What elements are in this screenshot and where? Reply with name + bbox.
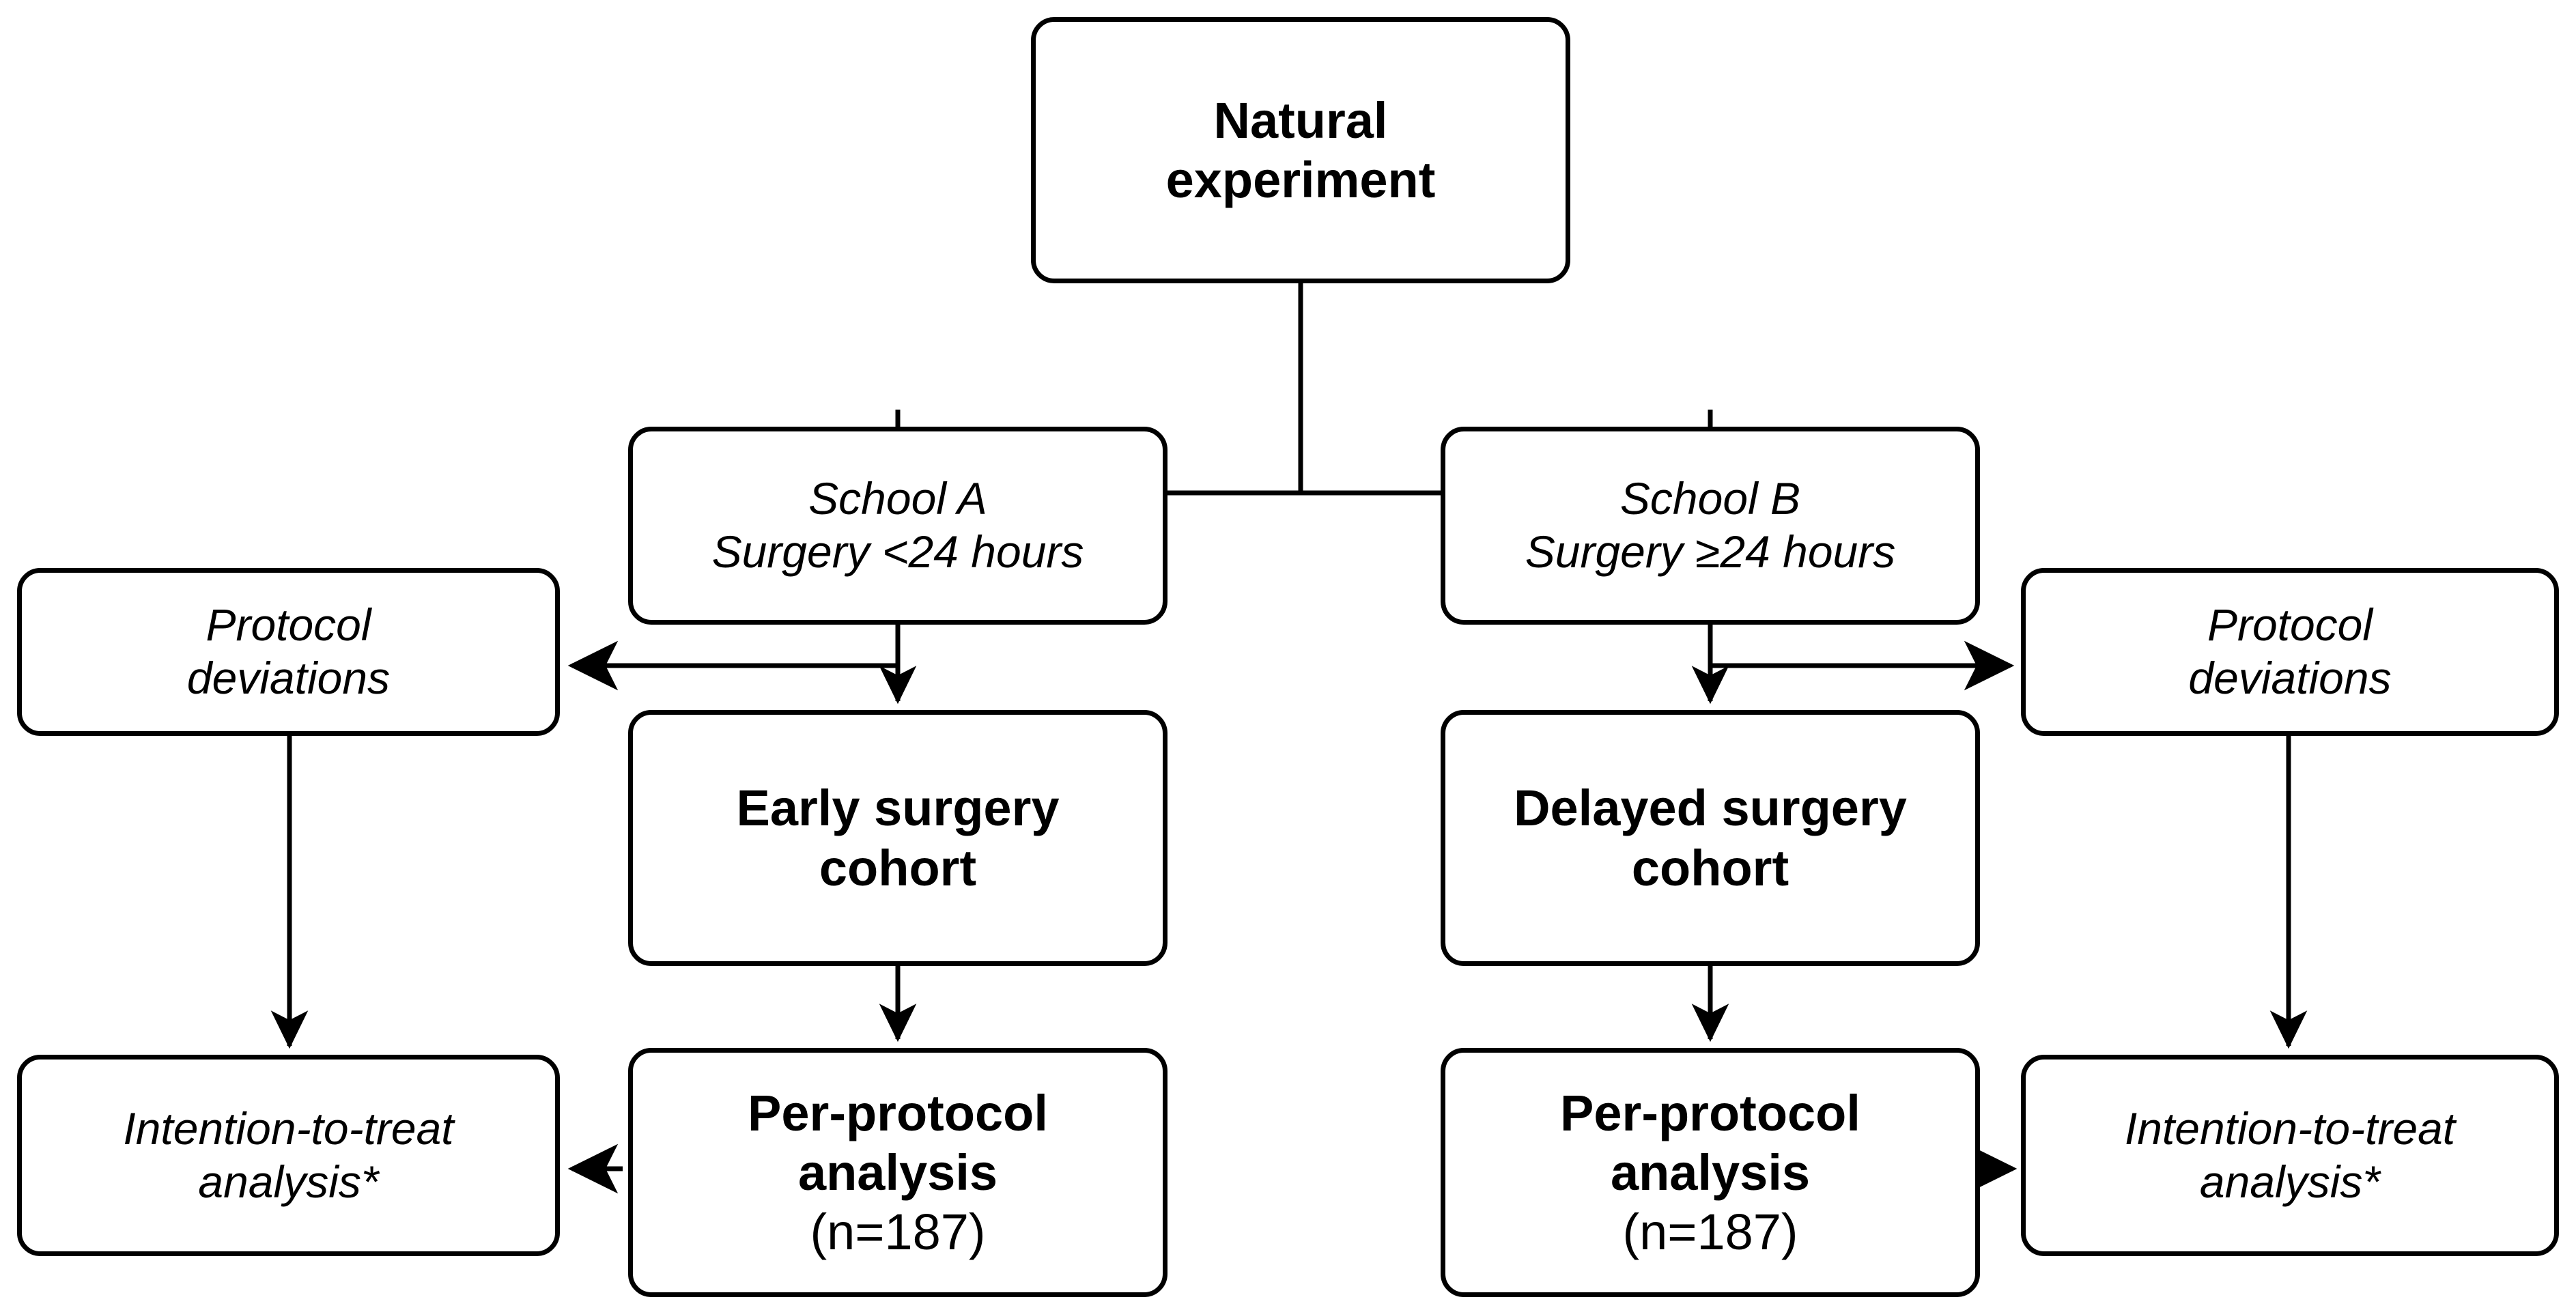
node-delayed-surgery-cohort-line2: cohort (1631, 839, 1789, 896)
node-early-surgery-cohort-line2: cohort (819, 839, 977, 896)
node-protocol-deviations-right-line2: deviations (2188, 653, 2392, 703)
node-intention-to-treat-left-line1: Intention-to-treat (123, 1103, 454, 1154)
node-per-protocol-analysis-left-line2: analysis (797, 1143, 998, 1201)
node-intention-to-treat-left-line2: analysis* (198, 1156, 379, 1207)
node-school-b-line1: School B (1619, 473, 1801, 524)
node-school-a-line2: Surgery <24 hours (711, 526, 1084, 577)
node-intention-to-treat-right[interactable]: Intention-to-treat analysis* (2021, 1055, 2559, 1256)
node-per-protocol-analysis-right-line2: analysis (1610, 1143, 1811, 1201)
node-school-a-line1: School A (808, 473, 987, 524)
node-natural-experiment-line1: Natural (1213, 91, 1388, 149)
node-school-b-line2: Surgery ≥24 hours (1525, 526, 1896, 577)
node-intention-to-treat-left[interactable]: Intention-to-treat analysis* (17, 1055, 560, 1256)
node-delayed-surgery-cohort-line1: Delayed surgery (1514, 780, 1907, 837)
node-school-b[interactable]: School B Surgery ≥24 hours (1441, 427, 1980, 625)
node-natural-experiment[interactable]: Natural experiment (1031, 17, 1570, 283)
node-per-protocol-analysis-right-line1: Per-protocol (1560, 1084, 1860, 1141)
node-early-surgery-cohort[interactable]: Early surgery cohort (628, 710, 1167, 966)
node-protocol-deviations-right-line1: Protocol (2207, 599, 2373, 651)
node-protocol-deviations-left[interactable]: Protocol deviations (17, 568, 560, 736)
node-school-a[interactable]: School A Surgery <24 hours (628, 427, 1167, 625)
node-delayed-surgery-cohort[interactable]: Delayed surgery cohort (1441, 710, 1980, 966)
node-protocol-deviations-left-line1: Protocol (206, 599, 371, 651)
node-protocol-deviations-left-line2: deviations (186, 653, 391, 703)
node-intention-to-treat-right-line2: analysis* (2199, 1156, 2381, 1207)
node-intention-to-treat-right-line1: Intention-to-treat (2124, 1103, 2456, 1154)
node-per-protocol-analysis-right-count: (n=187) (1622, 1204, 1798, 1261)
node-per-protocol-analysis-left-line1: Per-protocol (748, 1084, 1048, 1141)
node-per-protocol-analysis-left-count: (n=187) (810, 1204, 986, 1261)
node-natural-experiment-line2: experiment (1165, 152, 1436, 208)
node-per-protocol-analysis-right[interactable]: Per-protocol analysis (n=187) (1441, 1048, 1980, 1297)
node-per-protocol-analysis-left[interactable]: Per-protocol analysis (n=187) (628, 1048, 1167, 1297)
node-early-surgery-cohort-line1: Early surgery (736, 780, 1060, 837)
node-protocol-deviations-right[interactable]: Protocol deviations (2021, 568, 2559, 736)
